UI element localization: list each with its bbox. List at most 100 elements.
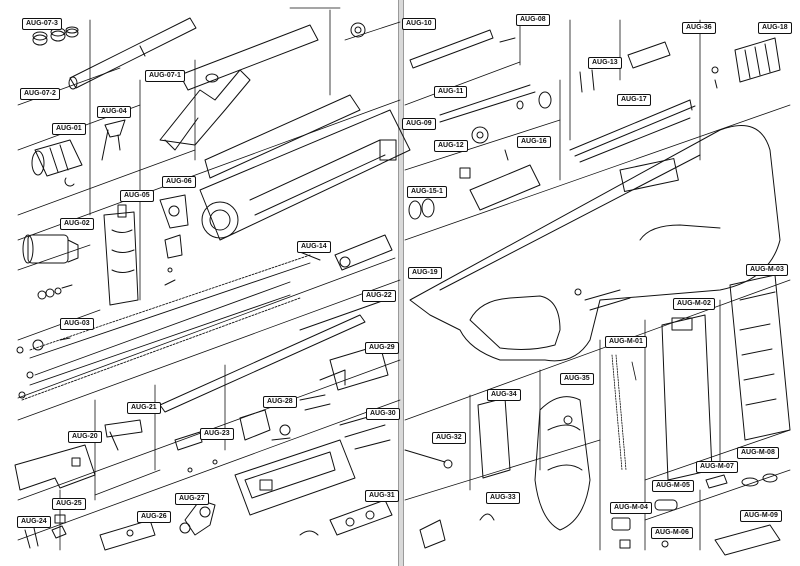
part-aug-02-drawing [22, 234, 79, 300]
label-aug-36: AUG-36 [682, 22, 716, 34]
label-aug-m-06: AUG-M-06 [651, 527, 693, 539]
part-aug-07-1-drawing [159, 24, 319, 151]
label-aug-m-05: AUG-M-05 [652, 480, 694, 492]
part-trigger-housing-drawing [234, 439, 356, 516]
part-aug-m-09-drawing [714, 524, 781, 556]
part-aug-10-drawing [409, 29, 536, 123]
part-aug-m-01-drawing [611, 354, 637, 471]
part-aug-36-drawing [627, 41, 693, 111]
label-aug-11: AUG-11 [434, 86, 468, 98]
part-aug-23-drawing [174, 431, 218, 473]
part-aug-m-06-drawing [661, 540, 669, 548]
part-aug-07-3-drawing [32, 26, 79, 46]
part-aug-21-drawing [104, 419, 143, 451]
part-spring-rods-drawing [21, 254, 311, 401]
label-aug-m-04: AUG-M-04 [610, 502, 652, 514]
part-aug-m-04-drawing [611, 517, 631, 549]
label-aug-07-2: AUG-07-2 [20, 88, 60, 100]
label-aug-m-01: AUG-M-01 [605, 336, 647, 348]
part-receiver-drawing [199, 94, 411, 241]
label-aug-29: AUG-29 [365, 342, 399, 354]
part-aug-14-drawing [299, 234, 393, 271]
part-aug-19-screws-drawing [574, 288, 631, 311]
part-aug-13-drawing [579, 69, 595, 93]
label-aug-m-09: AUG-M-09 [740, 510, 782, 522]
part-aug-33-drawing [419, 513, 495, 549]
label-aug-07-3: AUG-07-3 [22, 18, 62, 30]
label-aug-10: AUG-10 [402, 18, 436, 30]
part-aug-09-drawing [408, 198, 435, 220]
part-aug-19-stock-drawing [409, 125, 781, 362]
label-aug-23: AUG-23 [200, 428, 234, 440]
part-aug-24-drawing [24, 527, 39, 549]
part-aug-22-drawing [159, 299, 386, 413]
part-aug-20-drawing [14, 444, 96, 491]
label-aug-01: AUG-01 [52, 123, 86, 135]
label-aug-m-03: AUG-M-03 [746, 264, 788, 276]
part-aug-35-buttplate-drawing [534, 396, 591, 531]
part-aug-m-05-drawing [654, 499, 678, 511]
part-small-nut-drawing [350, 22, 366, 38]
label-aug-16: AUG-16 [517, 136, 551, 148]
label-aug-34: AUG-34 [487, 389, 521, 401]
label-aug-m-07: AUG-M-07 [696, 461, 738, 473]
part-aug-34-pad-drawing [477, 397, 511, 479]
label-aug-20: AUG-20 [68, 431, 102, 443]
part-aug-17-drawing [569, 99, 696, 163]
part-aug-08-drawing [499, 37, 552, 110]
label-aug-17: AUG-17 [617, 94, 651, 106]
label-aug-02: AUG-02 [60, 218, 94, 230]
label-aug-18: AUG-18 [758, 22, 792, 34]
label-aug-25: AUG-25 [52, 498, 86, 510]
part-aug-12-drawing [471, 126, 509, 161]
part-aug-04-drawing [101, 119, 126, 161]
label-aug-09: AUG-09 [402, 118, 436, 130]
part-aug-27-drawing [179, 499, 216, 536]
part-aug-28-drawing [239, 409, 291, 441]
part-aug-m-03-drawing [729, 274, 791, 441]
label-aug-24: AUG-24 [17, 516, 51, 528]
part-aug-25-drawing [51, 514, 67, 539]
label-aug-30: AUG-30 [366, 408, 400, 420]
label-aug-07-1: AUG-07-1 [145, 70, 185, 82]
label-aug-35: AUG-35 [560, 373, 594, 385]
part-aug-01-drawing [31, 139, 83, 187]
part-aug-06-drawing [159, 194, 189, 286]
part-aug-m-02-drawing [661, 314, 713, 481]
part-aug-07-2-drawing [68, 17, 197, 90]
label-aug-08: AUG-08 [516, 14, 550, 26]
label-aug-27: AUG-27 [175, 493, 209, 505]
label-aug-33: AUG-33 [486, 492, 520, 504]
part-aug-31-drawing [299, 499, 393, 536]
label-aug-28: AUG-28 [263, 396, 297, 408]
part-aug-05-drawing [103, 204, 139, 306]
left-page [0, 0, 400, 566]
label-aug-32: AUG-32 [432, 432, 466, 444]
label-aug-13: AUG-13 [588, 57, 622, 69]
label-aug-03: AUG-03 [60, 318, 94, 330]
part-aug-m-08-drawing [741, 473, 778, 487]
label-aug-06: AUG-06 [162, 176, 196, 188]
part-aug-26-drawing [99, 519, 156, 551]
part-aug-29-drawing [299, 344, 389, 411]
label-aug-15-1: AUG-15-1 [407, 186, 447, 198]
label-aug-04: AUG-04 [97, 106, 131, 118]
part-aug-32-drawing [404, 449, 453, 469]
book-spine [398, 0, 404, 566]
label-aug-21: AUG-21 [127, 402, 161, 414]
label-aug-31: AUG-31 [365, 490, 399, 502]
part-aug-30-drawing [339, 414, 391, 450]
label-aug-14: AUG-14 [297, 241, 331, 253]
label-aug-m-08: AUG-M-08 [737, 447, 779, 459]
label-aug-12: AUG-12 [434, 140, 468, 152]
part-aug-m-07-drawing [705, 474, 728, 489]
part-aug-18-drawing [711, 37, 781, 89]
label-aug-m-02: AUG-M-02 [673, 298, 715, 310]
part-aug-16-drawing [459, 164, 541, 211]
label-aug-19: AUG-19 [408, 267, 442, 279]
label-aug-22: AUG-22 [362, 290, 396, 302]
label-aug-26: AUG-26 [137, 511, 171, 523]
label-aug-05: AUG-05 [120, 190, 154, 202]
left-page-dividers [17, 7, 401, 551]
